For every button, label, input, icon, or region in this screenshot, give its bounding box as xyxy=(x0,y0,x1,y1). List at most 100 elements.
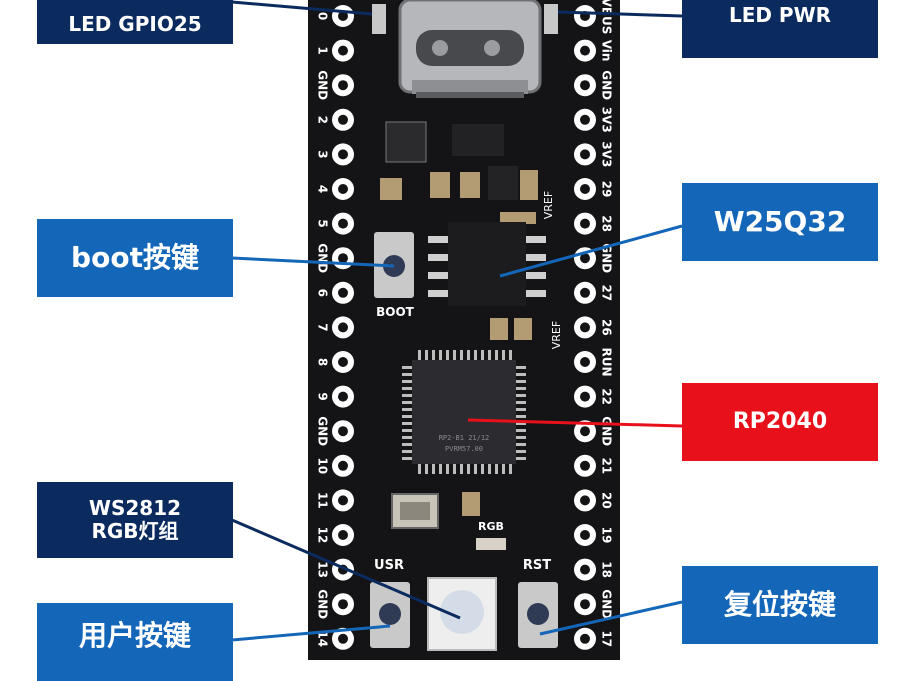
left-pin-label: 14 xyxy=(316,630,330,647)
left-pin-hole xyxy=(338,80,348,91)
left-pin-label: 8 xyxy=(316,358,330,366)
rp2040-leg xyxy=(467,464,470,474)
rp2040-leg xyxy=(474,350,477,360)
rp2040-leg xyxy=(516,443,526,446)
right-pin-label: GND xyxy=(600,416,614,446)
rp2040-leg xyxy=(402,443,412,446)
right-pin-hole xyxy=(580,599,590,610)
right-pin-hole xyxy=(580,426,590,437)
left-pin-label: 6 xyxy=(316,289,330,297)
callout-ws2812: WS2812 RGB灯组 xyxy=(37,482,233,558)
right-pin-label: 28 xyxy=(600,215,614,232)
rp2040-leg xyxy=(495,350,498,360)
boot-silk: BOOT xyxy=(376,305,415,319)
right-pin-hole xyxy=(580,564,590,575)
rp2040-marking: RP2-B1 21/12 xyxy=(439,434,490,442)
callout-reset-button: 复位按键 xyxy=(682,566,878,644)
flash-chip xyxy=(448,222,526,306)
rp2040-leg xyxy=(402,422,412,425)
right-pin-hole xyxy=(580,530,590,540)
capacitor xyxy=(430,172,450,198)
rp2040-leg xyxy=(439,464,442,474)
callout-boot-button-text: boot按键 xyxy=(71,240,199,274)
right-pin-label: 29 xyxy=(600,181,614,198)
rp2040-leg xyxy=(516,457,526,460)
callout-user-button-text: 用户按键 xyxy=(78,618,191,652)
right-pin-hole xyxy=(580,253,590,264)
left-pin-label: GND xyxy=(316,70,330,100)
flash-leg xyxy=(428,236,448,243)
right-pin-label: 20 xyxy=(600,492,614,509)
rp2040-leg xyxy=(418,464,421,474)
rp2040-leg xyxy=(467,350,470,360)
leader-led-pwr xyxy=(557,10,683,18)
pin-headers: 01GND2345GND6789GND10111213GND14VBUSVinG… xyxy=(316,0,614,650)
leader-ws2812 xyxy=(231,518,461,620)
flash-leg xyxy=(428,272,448,279)
rp2040-leg xyxy=(516,450,526,453)
leader-led-gpio25 xyxy=(231,0,373,16)
left-pin-label: 10 xyxy=(316,457,330,474)
rp2040-chip xyxy=(412,360,516,464)
rp2040-leg xyxy=(488,464,491,474)
right-pin-hole xyxy=(580,114,590,125)
leader-rp2040 xyxy=(467,418,683,428)
left-pin-hole xyxy=(338,391,348,402)
left-pin-hole xyxy=(338,357,348,367)
rp2040-leg xyxy=(509,464,512,474)
rp2040-leg xyxy=(446,350,449,360)
left-pin-hole xyxy=(338,460,348,471)
capacitor xyxy=(514,318,532,340)
left-pin-hole xyxy=(338,495,348,506)
rp2040-leg xyxy=(402,429,412,432)
left-pin-label: 7 xyxy=(316,323,330,331)
leader-boot xyxy=(231,256,395,268)
leader-user-button xyxy=(231,624,391,642)
flash-leg xyxy=(526,254,546,261)
callout-led-pwr: LED PWR xyxy=(682,0,878,58)
pcb-board xyxy=(308,0,620,660)
rp2040-marking-2: PVRM57.00 xyxy=(445,445,483,453)
right-pin-hole xyxy=(580,633,590,644)
left-pin-hole xyxy=(338,322,348,333)
right-pin-label: GND xyxy=(600,243,614,273)
rp2040-leg xyxy=(402,401,412,404)
left-pin-label: 4 xyxy=(316,185,330,193)
capacitor xyxy=(462,492,480,516)
right-pin-label: 19 xyxy=(600,527,614,544)
right-pin-label: 27 xyxy=(600,284,614,301)
left-pin-hole xyxy=(338,287,348,298)
rp2040-leg xyxy=(516,422,526,425)
leader-w25q32 xyxy=(499,224,683,278)
right-pin-label: VBUS xyxy=(600,0,614,34)
left-pin-hole xyxy=(338,599,348,610)
rp2040-leg xyxy=(516,380,526,383)
rp2040-leg xyxy=(453,464,456,474)
rp2040-legs xyxy=(402,350,526,474)
rp2040-leg xyxy=(460,464,463,474)
left-pin-hole xyxy=(338,218,348,229)
rgb-resistor xyxy=(476,538,506,550)
left-pin-label: GND xyxy=(316,416,330,446)
ic-small xyxy=(452,124,504,156)
regulator xyxy=(385,121,427,163)
rst-silk: RST xyxy=(523,558,551,573)
vref-silk: VREF xyxy=(542,191,555,219)
callout-user-button: 用户按键 xyxy=(37,603,233,681)
right-pin-label: 26 xyxy=(600,319,614,336)
right-pin-label: 3V3 xyxy=(600,141,614,167)
right-pin-label: GND xyxy=(600,589,614,619)
resistor xyxy=(500,212,536,224)
usb-pins xyxy=(416,92,524,98)
left-pin-label: 11 xyxy=(316,492,330,509)
left-pin-hole xyxy=(338,426,348,437)
left-pin-hole xyxy=(338,11,348,21)
callout-led-gpio25-text: LED GPIO25 xyxy=(68,11,202,36)
flash-leg xyxy=(526,290,546,297)
left-pin-label: GND xyxy=(316,589,330,619)
capacitor xyxy=(380,178,402,200)
callout-rp2040-text: RP2040 xyxy=(732,409,828,435)
callout-boot-button: boot按键 xyxy=(37,219,233,297)
rp2040-leg xyxy=(516,408,526,411)
rp2040-leg xyxy=(418,350,421,360)
